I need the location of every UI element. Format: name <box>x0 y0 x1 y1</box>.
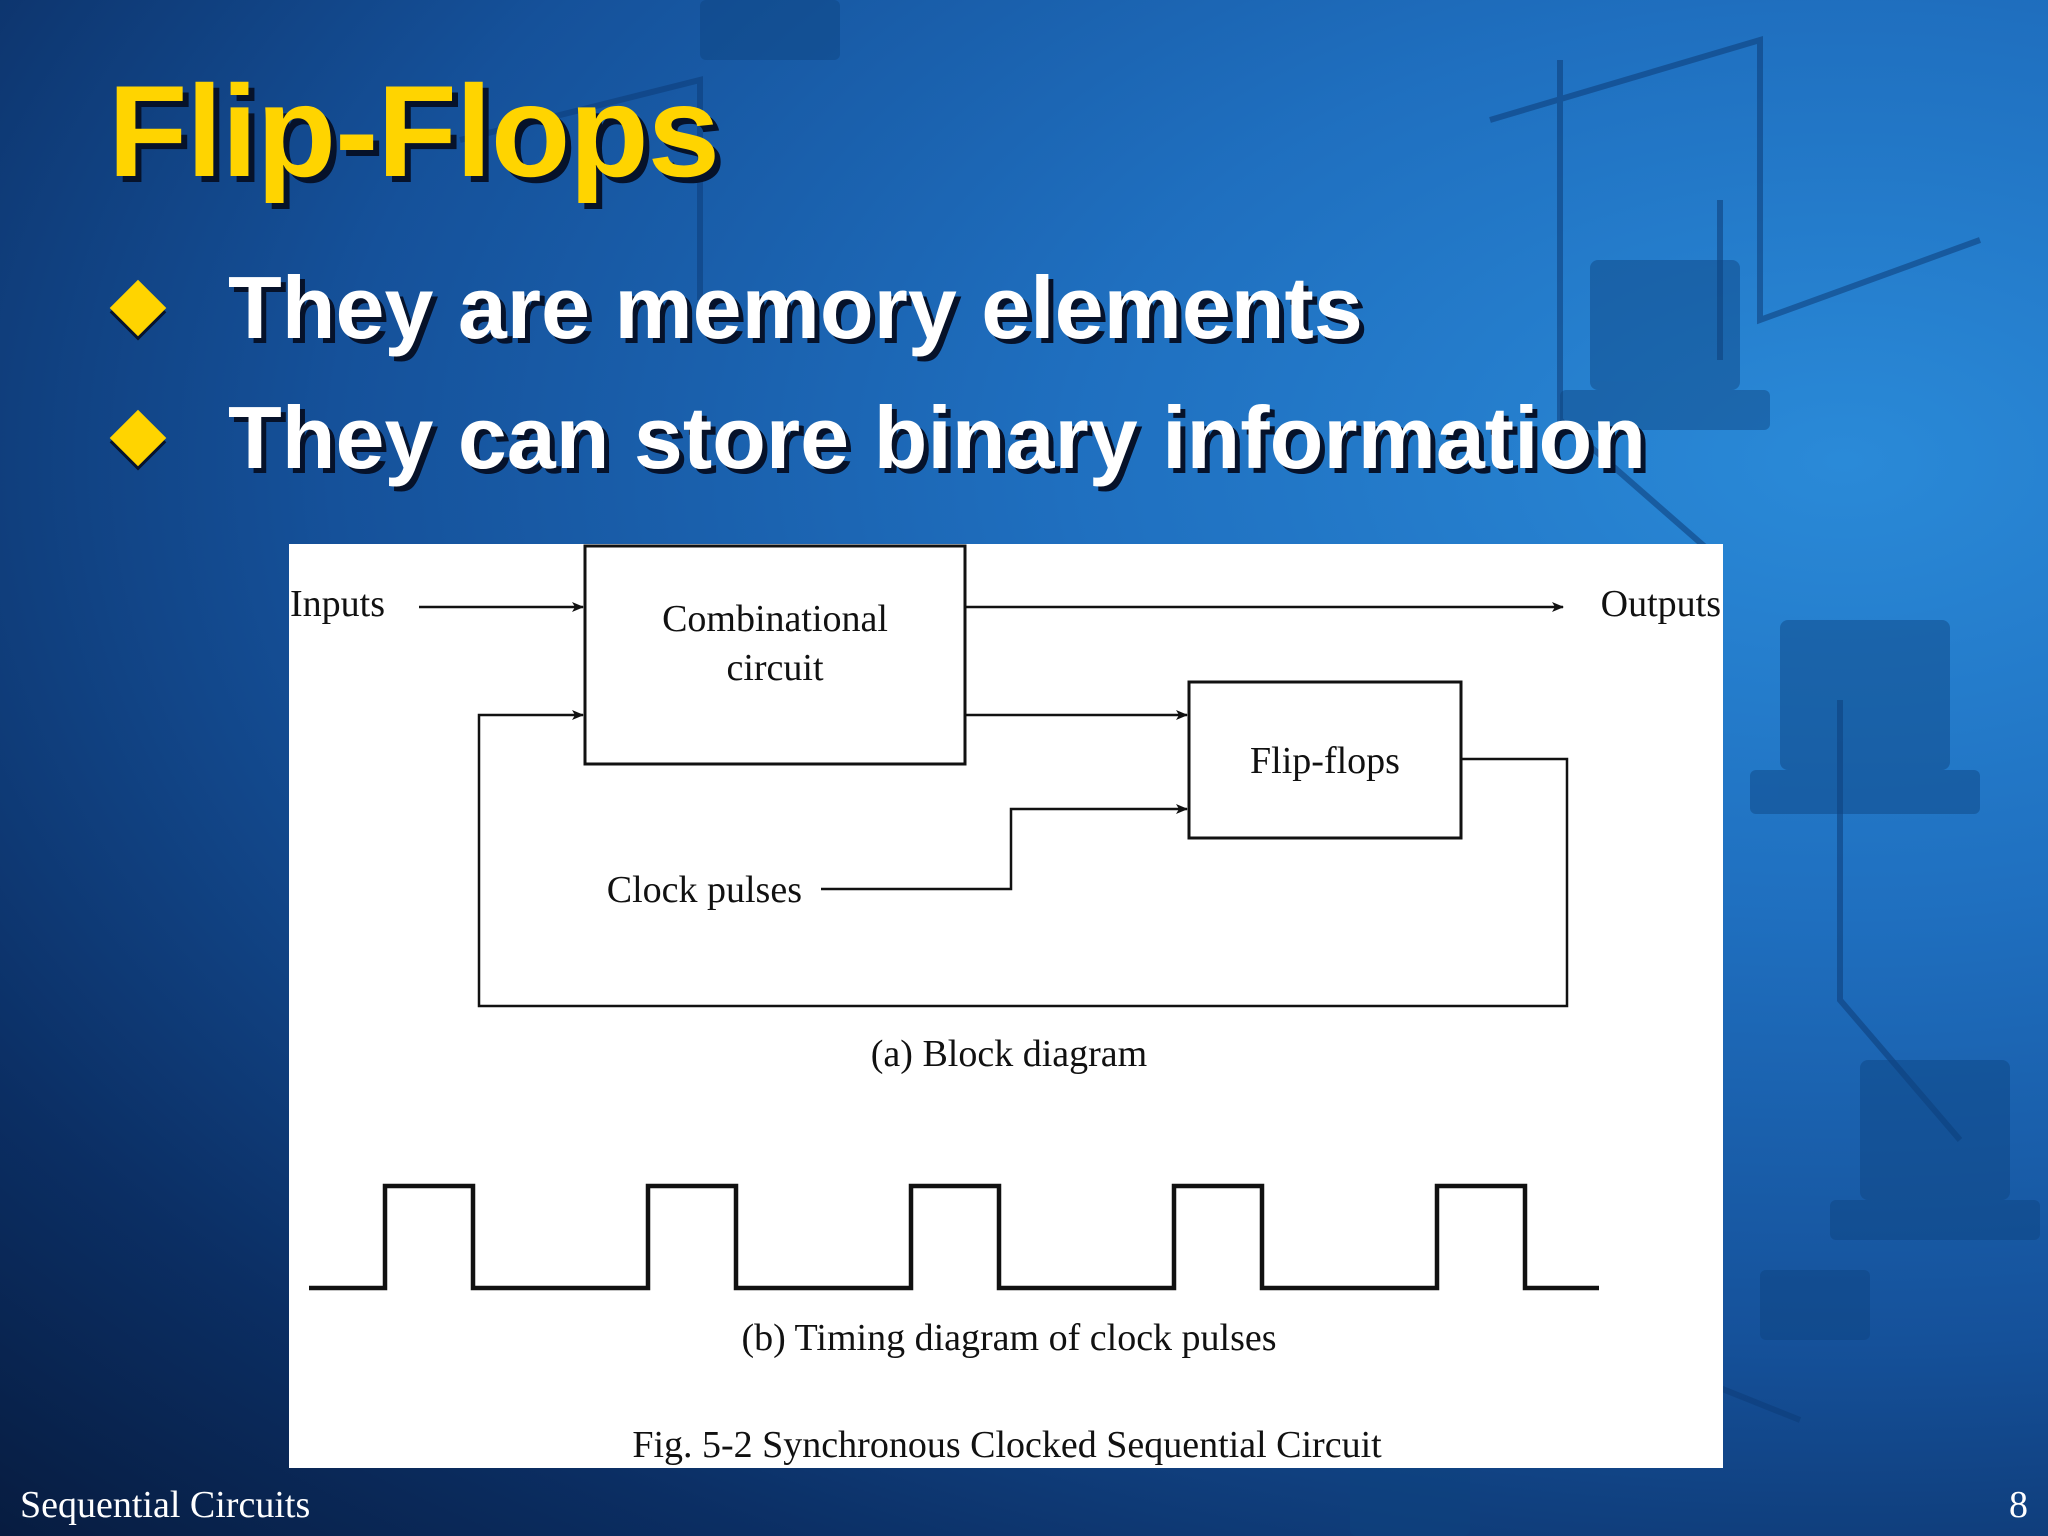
figure-caption: Fig. 5-2 Synchronous Clocked Sequential … <box>632 1424 1382 1466</box>
page-number: 8 <box>2009 1484 2028 1526</box>
combinational-label-line2: circuit <box>726 647 824 689</box>
clock-line <box>821 804 1188 891</box>
caption-block-diagram: (a) Block diagram <box>871 1033 1147 1075</box>
sequential-circuit-diagram: Inputs Outputs Combinational circuit Fli… <box>290 544 1721 1466</box>
clock-waveform <box>309 1183 1599 1291</box>
combinational-circuit-block <box>583 544 967 766</box>
feedback-loop-line <box>477 710 1569 1008</box>
flip-flops-label: Flip-flops <box>1250 740 1400 782</box>
inputs-label: Inputs <box>290 583 385 625</box>
footer-title: Sequential Circuits <box>20 1484 311 1526</box>
slide-title: Flip-Flops <box>108 58 720 204</box>
clock-pulses-label: Clock pulses <box>607 869 802 911</box>
figure-panel: Inputs Outputs Combinational circuit Fli… <box>289 544 1723 1468</box>
bullet-text: They can store binary information <box>228 388 1647 487</box>
outputs-label: Outputs <box>1601 583 1721 625</box>
bullet-text: They are memory elements <box>228 258 1363 357</box>
combinational-label-line1: Combinational <box>662 598 888 640</box>
caption-timing-diagram: (b) Timing diagram of clock pulses <box>741 1317 1276 1359</box>
